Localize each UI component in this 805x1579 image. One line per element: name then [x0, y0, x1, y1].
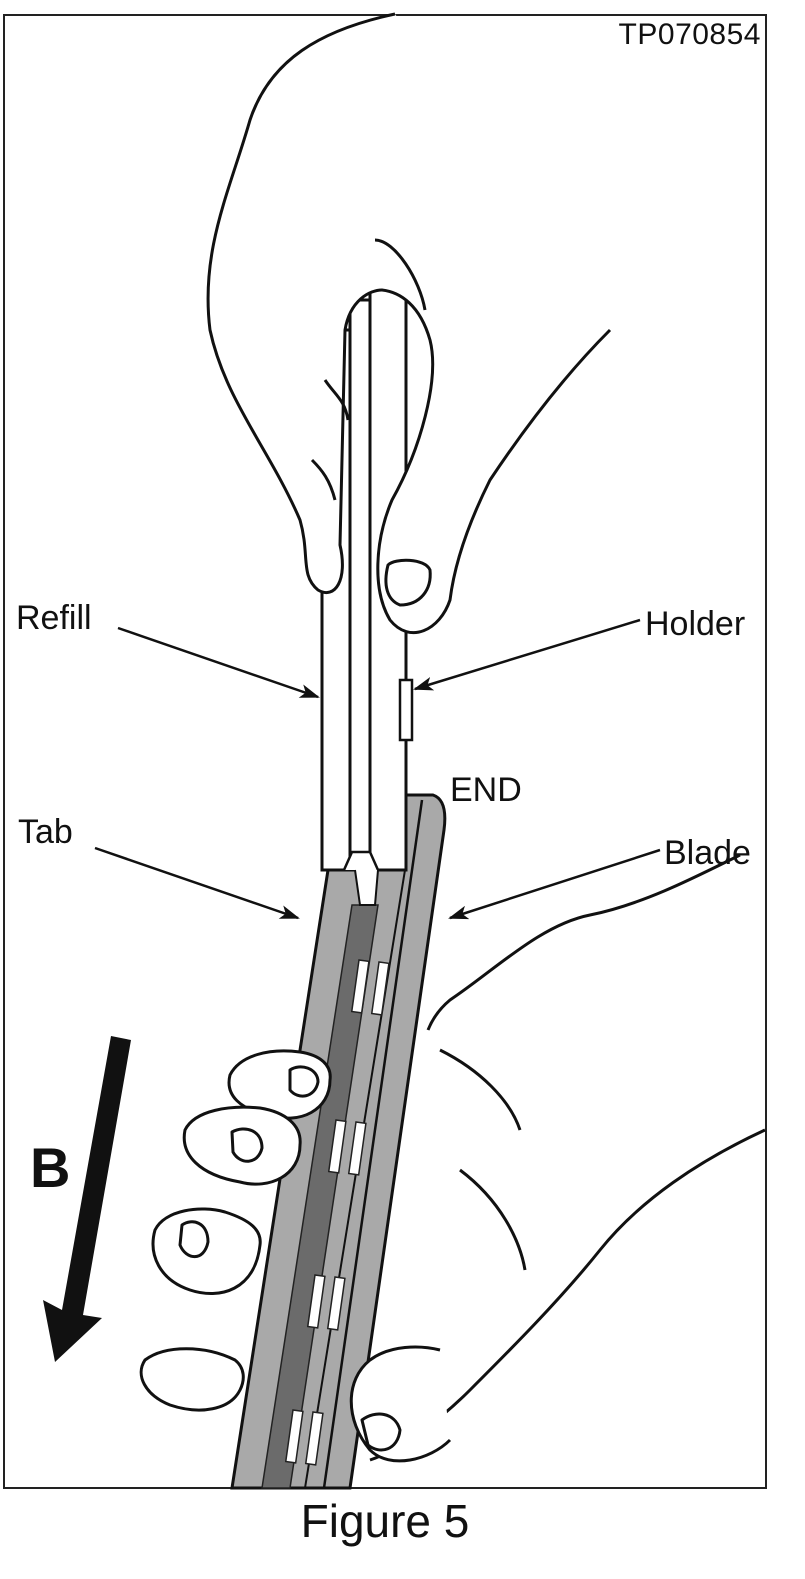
callout-arrows — [94, 618, 661, 920]
holder-callout-arrow — [413, 618, 641, 691]
blade-callout-arrow — [448, 848, 661, 920]
upper-hand — [206, 12, 612, 634]
wiper-blade — [230, 793, 447, 1490]
lower-hand — [139, 853, 766, 1463]
tab-label: Tab — [18, 813, 73, 851]
refill-callout-arrow — [117, 626, 320, 699]
direction-arrow-icon — [43, 1036, 131, 1362]
blade-label: Blade — [664, 834, 751, 872]
holder-label: Holder — [645, 605, 746, 643]
refill-label: Refill — [16, 599, 92, 637]
end-label: END — [450, 771, 522, 809]
tab-callout-arrow — [94, 846, 300, 920]
figure-caption: Figure 5 — [300, 1495, 470, 1547]
direction-b-label: B — [30, 1136, 71, 1199]
figure-reference-code: TP070854 — [618, 18, 761, 51]
